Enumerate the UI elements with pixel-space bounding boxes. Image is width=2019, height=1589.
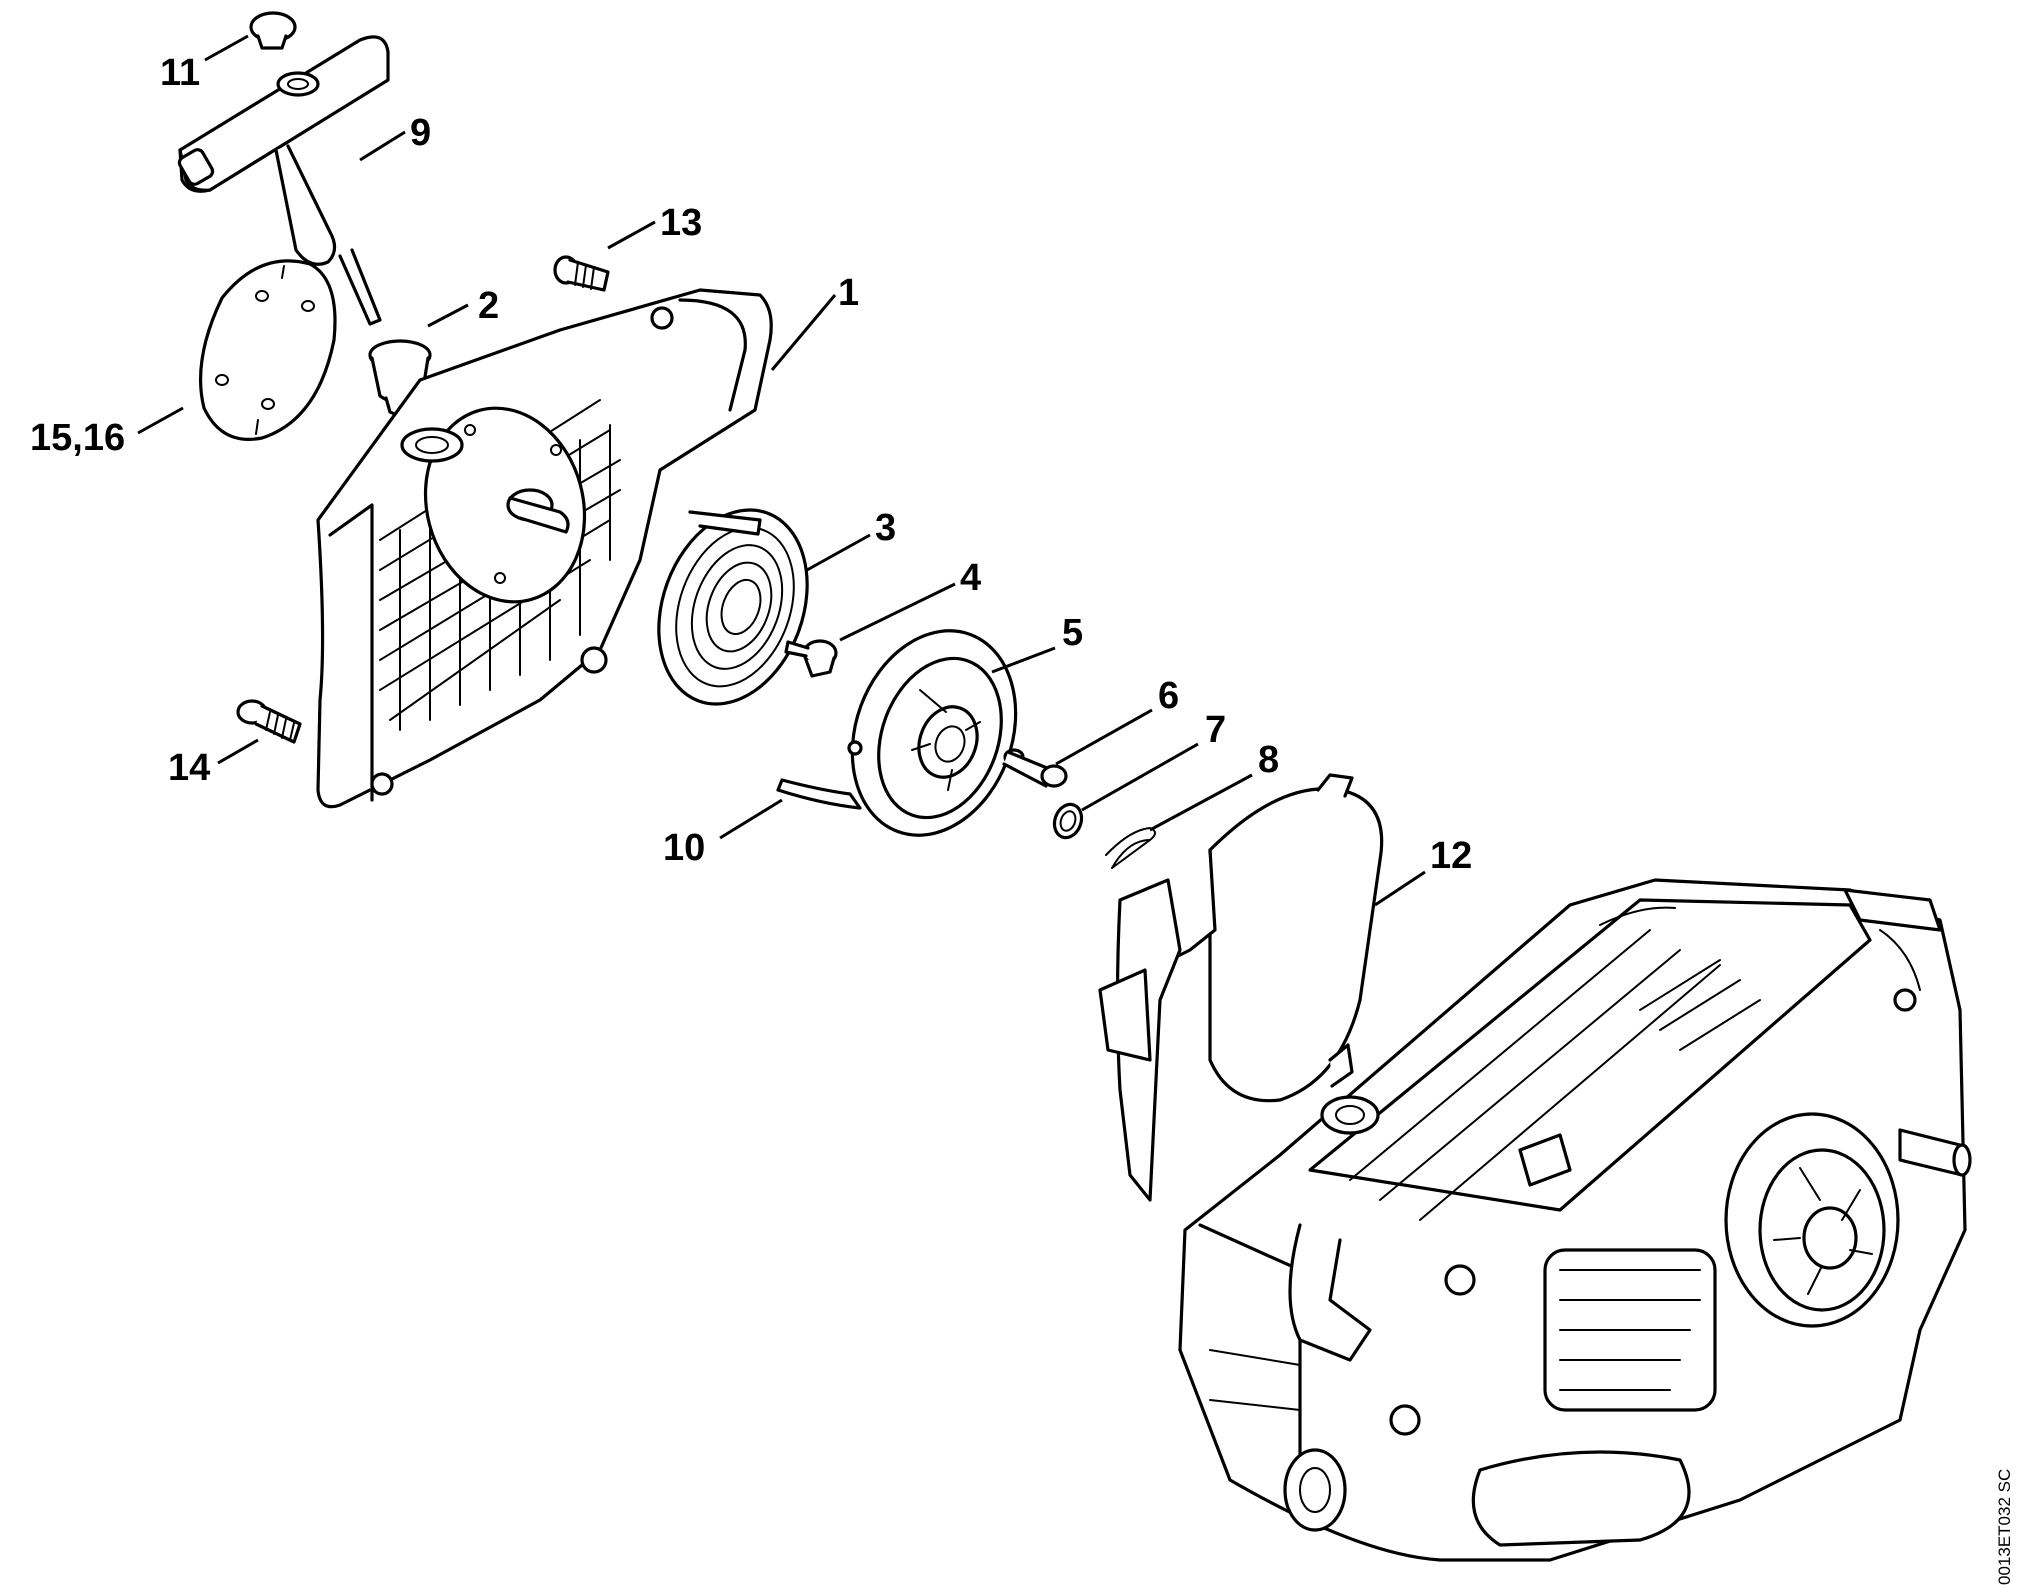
leader-7 <box>1081 742 1199 812</box>
drawing-reference-code: 0013ET032 SC <box>1995 1469 2014 1585</box>
callout-14: 14 <box>168 747 210 789</box>
callout-3: 3 <box>875 507 896 549</box>
leader-lines <box>137 34 1426 907</box>
leader-10 <box>719 798 783 840</box>
part-13-screw <box>553 255 610 292</box>
engine-block <box>1178 878 1972 1562</box>
part-12-shroud <box>1098 773 1384 1202</box>
leader-14 <box>217 738 259 765</box>
leader-15 <box>137 406 184 435</box>
part-10-starter-rope <box>776 778 862 810</box>
leader-2 <box>427 303 469 328</box>
part-5-rope-rotor <box>847 629 1018 837</box>
part-8-spring-clip <box>1105 827 1156 869</box>
callout-9: 9 <box>410 112 431 154</box>
part-9-starter-grip <box>177 35 390 326</box>
callout-10: 10 <box>663 827 705 869</box>
part-1-fan-housing <box>316 288 773 809</box>
part-15-16-cover-plate <box>198 259 337 441</box>
callout-12: 12 <box>1430 835 1472 877</box>
callout-2: 2 <box>478 285 499 327</box>
leader-11 <box>204 34 249 62</box>
leader-4 <box>839 582 956 642</box>
part-4-screw <box>784 639 838 678</box>
leader-13 <box>607 220 656 250</box>
leader-5 <box>991 646 1056 674</box>
part-3-rewind-spring <box>657 508 809 706</box>
leader-8 <box>1149 773 1253 832</box>
callout-5: 5 <box>1062 612 1083 654</box>
callout-6: 6 <box>1158 675 1179 717</box>
callout-15-16: 15,16 <box>30 417 125 459</box>
part-7-washer <box>1052 802 1084 840</box>
callout-8: 8 <box>1258 739 1279 781</box>
callout-4: 4 <box>960 557 981 599</box>
leader-1 <box>770 294 837 371</box>
part-11-handle-cap <box>249 11 297 50</box>
part-6-pawl <box>1002 748 1068 788</box>
leader-12 <box>1374 870 1426 907</box>
leader-9 <box>359 130 406 162</box>
callout-7: 7 <box>1205 709 1226 751</box>
part-14-spring-pin <box>236 699 302 744</box>
callout-13: 13 <box>660 202 702 244</box>
callout-labels: 11 9 13 2 1 15,16 3 4 5 6 7 8 14 10 12 <box>30 52 1472 877</box>
callout-1: 1 <box>838 272 859 314</box>
callout-11: 11 <box>160 52 200 94</box>
leader-3 <box>806 533 871 572</box>
leader-6 <box>1055 708 1153 766</box>
